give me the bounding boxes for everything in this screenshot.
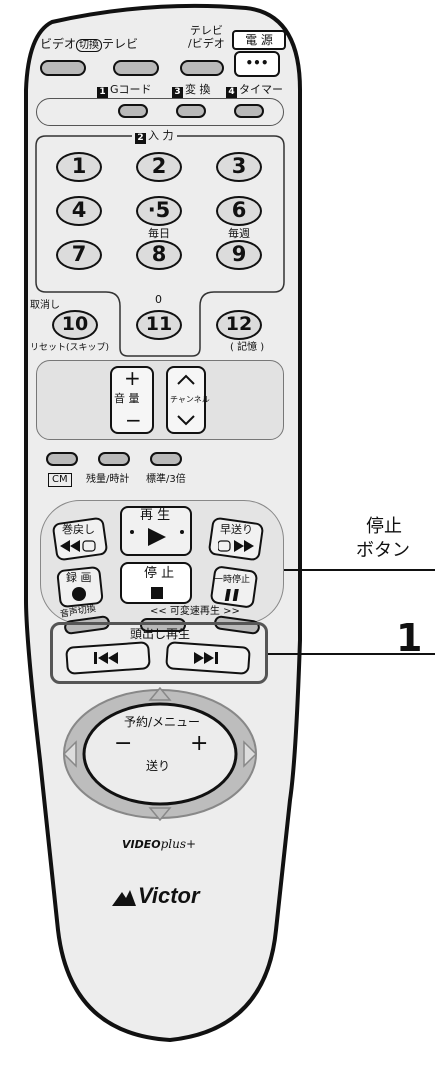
key-11[interactable]: 11 (136, 310, 182, 340)
pause-label: 一時停止 (214, 575, 251, 585)
dpad-minus[interactable]: − (114, 731, 133, 756)
vol-ch-panel (36, 360, 284, 440)
tv-label: テレビ (102, 37, 139, 51)
volume-rocker[interactable] (110, 366, 154, 434)
play-label: 再 生 (140, 508, 171, 523)
key-10[interactable]: 10 (52, 310, 98, 340)
video-label: ビデオ切換テレビ (40, 37, 139, 52)
pause-button[interactable] (209, 565, 259, 609)
skip-label: 頭出し再生 (130, 627, 191, 641)
rewind-label: 巻戻し (62, 523, 95, 536)
reset-skip-label: リセット(スキップ) (30, 343, 110, 353)
channel-label: チャンネル (170, 395, 210, 404)
var-speed-label: << 可変速再生 >> (150, 606, 240, 617)
function-panel (36, 98, 284, 126)
gcode-button[interactable] (118, 104, 148, 118)
dpad-title: 予約/メニュー (124, 715, 201, 729)
zanryo-label: 残量/時計 (86, 474, 130, 485)
key-4[interactable]: 4 (56, 196, 102, 226)
maishu-label: 毎週 (228, 227, 250, 240)
tv-video-label: テレビ /ビデオ (188, 24, 225, 50)
record-label: 録 画 (66, 571, 92, 584)
videoplus-logo: VIDEOplus+ (122, 837, 197, 851)
switch-label: 切換 (76, 39, 103, 52)
callout-stop-line1: 停止 (366, 516, 402, 537)
tv-button[interactable] (113, 60, 159, 76)
dpad-send: 送り (146, 759, 171, 773)
stop-label: 停 止 (144, 566, 175, 581)
ff-label: 早送り (220, 523, 253, 536)
skip-back-icon (94, 652, 118, 664)
mainichi-label: 毎日 (148, 227, 170, 240)
power-button[interactable]: ••• (234, 51, 280, 77)
var-speed-button[interactable] (140, 618, 186, 632)
torikeshi-label: 取消し (30, 300, 60, 311)
volume-down-button[interactable]: − (125, 408, 142, 432)
key-12[interactable]: 12 (216, 310, 262, 340)
dpad-plus[interactable]: + (190, 731, 209, 756)
numpad-frame (35, 135, 285, 357)
power-label: 電 源 (232, 30, 286, 50)
timer-button[interactable] (234, 104, 264, 118)
key-3[interactable]: 3 (216, 152, 262, 182)
volume-label: 音 量 (114, 392, 140, 405)
dpad-ring (62, 686, 258, 822)
hyojun-button[interactable] (150, 452, 182, 466)
key-7[interactable]: 7 (56, 240, 102, 270)
cm-label: CM (48, 473, 72, 487)
stop-icon (151, 587, 163, 599)
key-1[interactable]: 1 (56, 152, 102, 182)
zero-label: 0 (155, 293, 162, 306)
volume-up-button[interactable]: + (124, 366, 141, 390)
skip-forward-icon (194, 652, 218, 664)
key-9[interactable]: 9 (216, 240, 262, 270)
record-icon (72, 587, 86, 601)
henkan-button[interactable] (176, 104, 206, 118)
kioku-label: ( 記憶 ) (230, 342, 265, 353)
key-5[interactable]: ·5 (136, 196, 182, 226)
skip-panel (50, 622, 268, 684)
channel-arrows-icon (177, 374, 195, 426)
hyojun-label: 標準/3倍 (146, 474, 186, 485)
victor-dog-logo (112, 890, 136, 906)
rewind-icon (60, 540, 96, 552)
callout-one: 1 (396, 616, 423, 660)
key-8[interactable]: 8 (136, 240, 182, 270)
key-6[interactable]: 6 (216, 196, 262, 226)
tv-video-button[interactable] (180, 60, 224, 76)
ff-icon (218, 540, 254, 552)
key-2[interactable]: 2 (136, 152, 182, 182)
video-button[interactable] (40, 60, 86, 76)
zanryo-button[interactable] (98, 452, 130, 466)
victor-logo: Victor (138, 883, 200, 908)
callout-stop-line2: ボタン (356, 540, 410, 561)
play-icon (130, 528, 184, 546)
pause-icon (224, 589, 239, 601)
cm-button[interactable] (46, 452, 78, 466)
